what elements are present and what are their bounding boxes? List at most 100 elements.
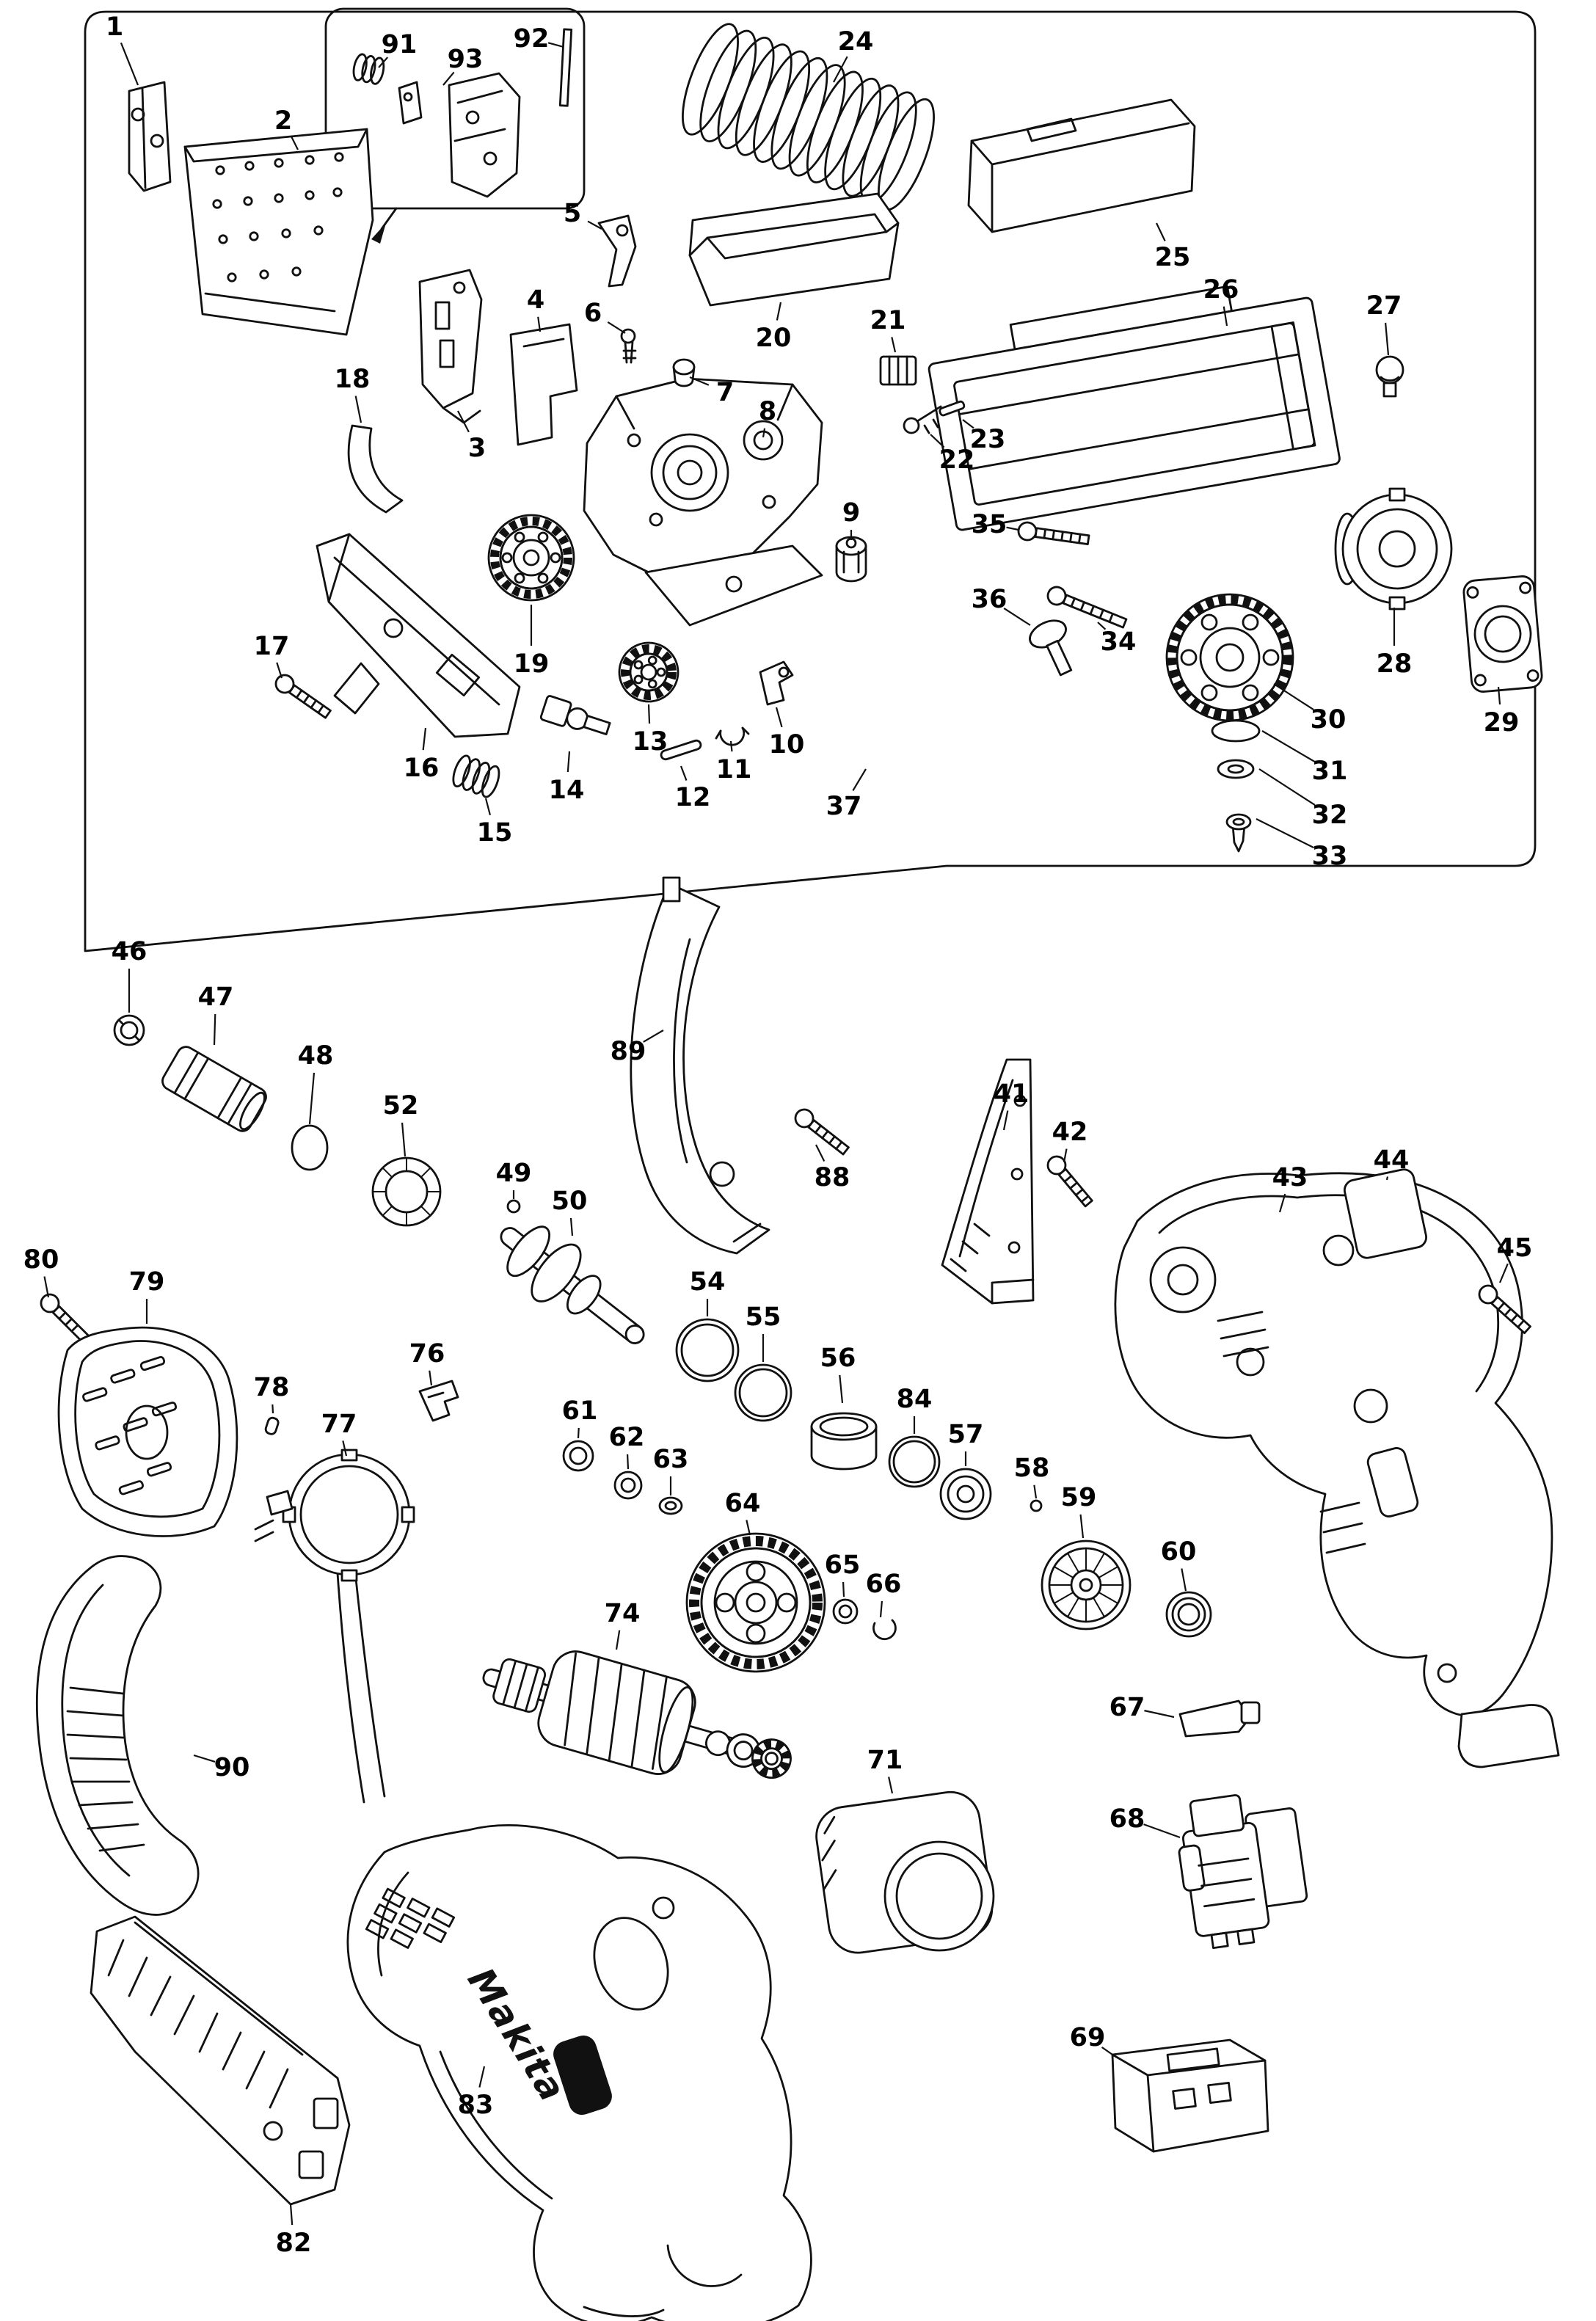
part-label-92: 92 <box>514 24 550 54</box>
inset-arrow <box>371 207 398 244</box>
leader-line-48 <box>308 1072 316 1125</box>
part-77-drawing <box>254 1449 415 1804</box>
part-78-drawing <box>264 1416 280 1435</box>
part-label-47: 47 <box>198 983 234 1012</box>
part-30-drawing <box>1165 593 1294 722</box>
part-label-54: 54 <box>690 1267 726 1297</box>
part-label-15: 15 <box>477 818 513 848</box>
leader-line-26 <box>1222 306 1228 327</box>
leader-line-23 <box>962 419 974 429</box>
part-45-drawing <box>1478 1284 1531 1335</box>
part-76-drawing <box>418 1380 459 1422</box>
leader-line-3 <box>457 410 470 433</box>
part-label-22: 22 <box>939 445 975 475</box>
part-label-25: 25 <box>1155 243 1191 272</box>
part-label-46: 46 <box>112 937 147 966</box>
part-label-8: 8 <box>759 397 776 426</box>
part-58-drawing <box>1030 1499 1043 1512</box>
part-31-drawing <box>1211 719 1261 743</box>
inset-detail-box <box>324 7 586 210</box>
part-79-drawing <box>57 1326 238 1537</box>
leader-line-61 <box>577 1427 580 1439</box>
part-49-drawing <box>506 1199 521 1214</box>
part-91-drawing <box>352 53 385 85</box>
part-label-7: 7 <box>716 378 734 407</box>
part-label-33: 33 <box>1312 842 1348 871</box>
part-4-drawing <box>509 323 578 446</box>
part-label-37: 37 <box>826 792 862 821</box>
part-label-79: 79 <box>129 1267 165 1297</box>
part-label-56: 56 <box>820 1344 856 1373</box>
part-34-drawing <box>1046 586 1128 629</box>
part-label-45: 45 <box>1497 1234 1533 1263</box>
part-82-drawing <box>90 1915 351 2206</box>
leader-line-77 <box>342 1440 348 1457</box>
part-label-64: 64 <box>725 1489 761 1518</box>
part-label-83: 83 <box>458 2091 494 2120</box>
leader-line-82 <box>289 2204 294 2226</box>
leader-line-62 <box>626 1454 630 1470</box>
part-57-drawing <box>939 1468 992 1520</box>
part-15-drawing <box>452 754 500 798</box>
part-56-drawing <box>810 1412 878 1471</box>
part-label-69: 69 <box>1070 2023 1106 2052</box>
part-label-58: 58 <box>1014 1454 1050 1483</box>
part-label-68: 68 <box>1109 1804 1145 1834</box>
part-label-55: 55 <box>746 1302 781 1332</box>
part-67-drawing <box>1178 1699 1261 1738</box>
part-60-drawing <box>1165 1591 1212 1638</box>
leader-line-12 <box>679 765 688 781</box>
leader-line-80 <box>43 1276 50 1298</box>
part-label-36: 36 <box>972 585 1007 614</box>
leader-line-92 <box>547 42 564 48</box>
leader-line-24 <box>833 56 848 83</box>
part-42-drawing <box>1046 1155 1093 1208</box>
part-label-20: 20 <box>756 324 792 353</box>
part-label-52: 52 <box>383 1091 419 1121</box>
part-label-76: 76 <box>409 1339 445 1369</box>
part-64-drawing <box>685 1532 826 1673</box>
part-35-drawing <box>1017 521 1090 546</box>
part-32-drawing <box>1217 759 1255 779</box>
part-label-43: 43 <box>1272 1163 1308 1192</box>
part-label-89: 89 <box>611 1037 646 1066</box>
part-label-28: 28 <box>1377 649 1413 679</box>
leader-line-52 <box>401 1122 407 1157</box>
part-46-drawing <box>113 1014 145 1046</box>
part-label-78: 78 <box>254 1373 290 1402</box>
leader-line-89 <box>643 1030 664 1043</box>
leader-line-35 <box>1006 526 1019 531</box>
part-label-17: 17 <box>254 632 290 661</box>
part-label-9: 9 <box>842 498 860 528</box>
part-label-30: 30 <box>1311 705 1347 735</box>
part-52-drawing <box>371 1156 442 1227</box>
part-54-drawing <box>675 1318 740 1382</box>
part-label-13: 13 <box>633 727 668 757</box>
part-5-drawing <box>597 214 637 288</box>
leader-line-5 <box>587 220 602 230</box>
part-7-drawing <box>672 358 696 387</box>
part-20-drawing <box>688 192 900 307</box>
part-label-66: 66 <box>866 1570 902 1599</box>
leader-line-6 <box>607 321 626 334</box>
part-label-49: 49 <box>496 1159 532 1188</box>
part-84-drawing <box>888 1435 941 1488</box>
part-90-drawing <box>35 1555 200 1916</box>
part-65-drawing <box>832 1598 859 1625</box>
part-label-5: 5 <box>564 199 581 228</box>
leader-line-10 <box>775 707 783 728</box>
part-62-drawing <box>613 1471 643 1500</box>
leader-line-68 <box>1143 1823 1181 1839</box>
leader-line-32 <box>1258 768 1316 806</box>
part-27-drawing <box>1375 355 1404 398</box>
leader-line-67 <box>1144 1710 1175 1719</box>
part-12-drawing <box>660 739 702 761</box>
part-label-80: 80 <box>23 1245 59 1275</box>
leader-line-64 <box>746 1520 751 1536</box>
leader-line-25 <box>1156 222 1166 241</box>
part-9-drawing <box>835 536 867 583</box>
part-label-14: 14 <box>549 776 585 805</box>
part-41-drawing <box>941 1058 1035 1305</box>
leader-line-18 <box>354 396 362 423</box>
leader-line-93 <box>442 71 455 86</box>
